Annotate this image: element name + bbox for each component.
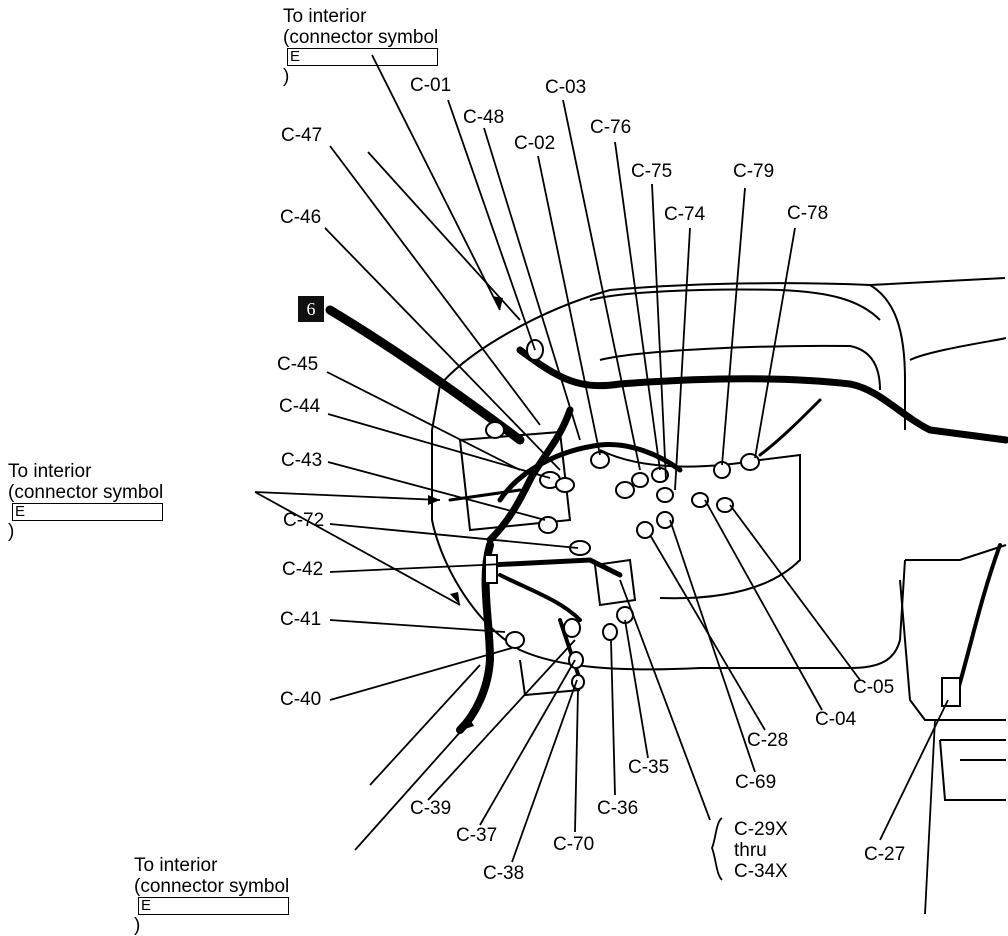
label-c02: C-02 <box>514 133 556 154</box>
range-to: C-34X <box>734 861 788 882</box>
label-c78: C-78 <box>787 203 829 224</box>
label-c35: C-35 <box>628 757 670 778</box>
label-c37: C-37 <box>456 825 498 846</box>
connector-symbol-e-icon: E <box>287 48 439 66</box>
label-c27: C-27 <box>864 844 906 865</box>
range-through: thru <box>734 840 767 861</box>
label-c47: C-47 <box>281 125 323 146</box>
label-c70: C-70 <box>553 834 595 855</box>
leader-lines <box>254 54 949 914</box>
interior-note-line1: To interior <box>283 6 367 27</box>
label-c69: C-69 <box>735 772 777 793</box>
label-c38: C-38 <box>483 863 525 884</box>
arrowheads <box>428 296 503 730</box>
interior-note-line1: To interior <box>8 461 92 482</box>
label-c43: C-43 <box>281 450 323 471</box>
label-c76: C-76 <box>590 117 632 138</box>
label-c79: C-79 <box>733 161 775 182</box>
label-c75: C-75 <box>631 161 673 182</box>
label-c01: C-01 <box>410 75 452 96</box>
label-c40: C-40 <box>280 689 322 710</box>
connector-symbol-e-icon: E <box>138 897 290 915</box>
label-c36: C-36 <box>597 798 639 819</box>
interior-note-line1: To interior <box>134 855 218 876</box>
range-group-label: C-29X thru C-34X <box>734 819 788 882</box>
label-c28: C-28 <box>747 730 789 751</box>
section-badge: 6 <box>298 296 324 322</box>
label-c39: C-39 <box>410 798 452 819</box>
dashboard-outline <box>431 277 1007 801</box>
connector-shapes <box>484 339 961 707</box>
label-c74: C-74 <box>664 204 706 225</box>
range-from: C-29X <box>734 819 788 840</box>
label-c44: C-44 <box>279 396 321 417</box>
connector-symbol-e-icon: E <box>12 503 164 521</box>
label-c41: C-41 <box>280 609 322 630</box>
label-c03: C-03 <box>545 77 587 98</box>
label-c72: C-72 <box>283 510 325 531</box>
label-c05: C-05 <box>853 677 895 698</box>
label-c04: C-04 <box>815 709 857 730</box>
label-c46: C-46 <box>280 207 322 228</box>
label-c45: C-45 <box>277 354 319 375</box>
label-c48: C-48 <box>463 107 505 128</box>
diagram-drawing <box>254 54 1008 914</box>
label-c42: C-42 <box>282 559 324 580</box>
